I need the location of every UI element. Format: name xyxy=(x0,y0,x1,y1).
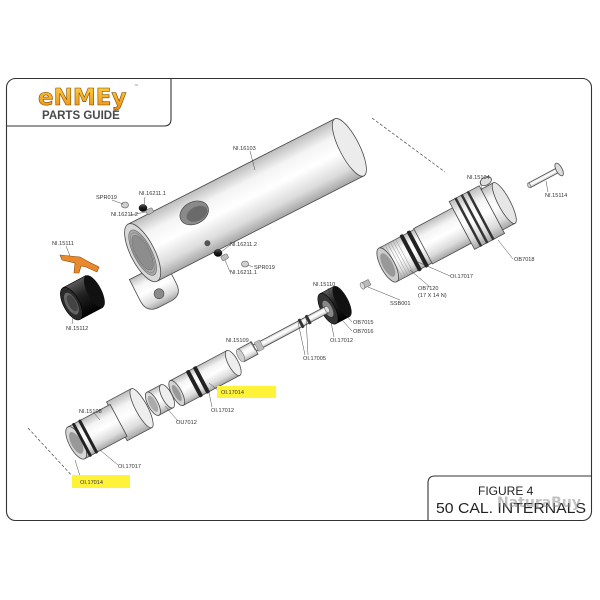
front-rear-face xyxy=(129,388,154,429)
part-labels: NI.16103 SPR019 NI.16211.1 NI.16211.2 NI… xyxy=(52,146,567,486)
rod-notch xyxy=(253,339,265,352)
part-label: NI.16211.2 xyxy=(111,212,138,218)
figure-title: 50 CAL. INTERNALS xyxy=(436,500,586,517)
ball-ni16211-1 xyxy=(138,204,148,212)
ring-back xyxy=(332,285,352,317)
screw-ni16211-2 xyxy=(213,249,223,257)
cap-opening-inner xyxy=(66,294,78,312)
part-black-cap xyxy=(60,275,105,321)
body-small-hole xyxy=(204,240,211,247)
rear-cap-face xyxy=(491,182,517,224)
part-label: OI.17017 xyxy=(118,464,141,470)
pin-head xyxy=(554,162,564,177)
part-label: NI.15109 xyxy=(226,338,249,344)
part-orange-lever xyxy=(59,254,100,274)
part-label: NI.15111 xyxy=(52,241,74,247)
part-label: OU7012 xyxy=(176,420,197,426)
part-label: SPR019 xyxy=(254,265,275,271)
part-label: OB7120 xyxy=(418,286,439,292)
leader-lines xyxy=(65,150,549,477)
part-bolt xyxy=(168,349,242,407)
part-label: NI.16103 xyxy=(233,146,256,152)
oring-oi17014 xyxy=(193,366,210,394)
part-label: NI.15104 xyxy=(467,175,490,181)
part-label: NI.16211.1 xyxy=(139,191,166,197)
outer-frame xyxy=(5,77,593,522)
rod-head-face xyxy=(236,348,246,363)
figure-number: FIGURE 4 xyxy=(478,484,534,498)
trademark-symbol: ™ xyxy=(134,84,139,90)
part-label: OI.17017 xyxy=(450,274,473,280)
thread-ring xyxy=(130,232,156,273)
bolt-rear-face xyxy=(224,349,242,376)
part-label: OB7015 xyxy=(353,320,374,326)
part-front-assembly xyxy=(65,388,154,460)
front-opening xyxy=(69,432,84,454)
parts-guide-title: PARTS GUIDE xyxy=(42,110,120,122)
oring-oi17017 xyxy=(78,419,98,454)
part-pin xyxy=(527,162,564,189)
oring-ob7018 xyxy=(454,197,483,248)
part-label: NI.15108 xyxy=(79,409,102,415)
part-label: NI.15110 xyxy=(313,282,335,288)
part-label: NI.16211.1 xyxy=(230,270,257,276)
oring-oi17005 xyxy=(297,318,305,329)
part-label-highlighted: OI.17014 xyxy=(80,480,103,486)
part-rear-assembly xyxy=(376,176,517,283)
small-hardware-lower xyxy=(213,249,249,268)
part-label: OB7016 xyxy=(353,329,374,335)
pin-shaft xyxy=(527,167,560,189)
watermark: NaturaBuy xyxy=(497,495,581,511)
spring-spr019 xyxy=(121,201,129,209)
label-highlight xyxy=(217,386,276,398)
oring-ob7120 xyxy=(399,234,422,272)
body-rear-end xyxy=(331,118,367,177)
screw-ni16211-2 xyxy=(145,207,154,215)
part-label: OB7018 xyxy=(514,257,535,263)
flange-groove xyxy=(466,190,495,241)
cap-back xyxy=(83,275,105,308)
part-label-highlighted: OI.17014 xyxy=(221,390,244,396)
part-label: OI.17005 xyxy=(303,356,326,362)
part-label: SSB001 xyxy=(390,301,411,307)
pin-tail xyxy=(527,182,532,189)
part-black-ring xyxy=(317,285,352,325)
spring-spr019 xyxy=(241,260,249,268)
oring-oi17014 xyxy=(72,422,92,457)
rear-front-opening xyxy=(380,253,396,277)
bolt-front-opening xyxy=(171,384,182,402)
part-rod xyxy=(236,305,330,363)
ring-back xyxy=(159,384,175,409)
part-label: NI.15112 xyxy=(66,326,88,332)
part-label: OI.17012 xyxy=(330,338,353,344)
brand-logo: eNMEy ™ PARTS GUIDE xyxy=(38,84,139,122)
brand-name: eNMEy xyxy=(38,85,126,111)
part-label: OI.17012 xyxy=(211,408,234,414)
part-label: (17 X 14 N) xyxy=(418,293,447,299)
part-label: SPR019 xyxy=(96,195,117,201)
small-hardware-upper xyxy=(121,201,154,215)
thread-ring xyxy=(131,235,154,271)
rod-tip xyxy=(324,306,330,314)
figure-box xyxy=(427,475,592,521)
part-label: NI.15114 xyxy=(545,193,567,199)
ball-ni16211-1 xyxy=(220,253,229,261)
oring-oi17005 xyxy=(304,314,312,325)
part-main-body xyxy=(124,118,367,310)
logo-box xyxy=(6,78,172,127)
part-screw-ssb001 xyxy=(359,279,372,290)
oring-oi17012 xyxy=(186,369,203,398)
assembly-dashed-lines xyxy=(27,117,446,479)
body-tube xyxy=(127,118,365,282)
oring-oi17017 xyxy=(406,230,429,268)
body-top-port-inner xyxy=(186,205,208,222)
label-highlight xyxy=(72,475,130,488)
flange-groove xyxy=(460,193,489,244)
lug-hole xyxy=(153,288,165,299)
screw-head xyxy=(359,282,366,290)
ring-opening xyxy=(147,395,159,412)
part-label: NI.16211.2 xyxy=(230,242,257,248)
